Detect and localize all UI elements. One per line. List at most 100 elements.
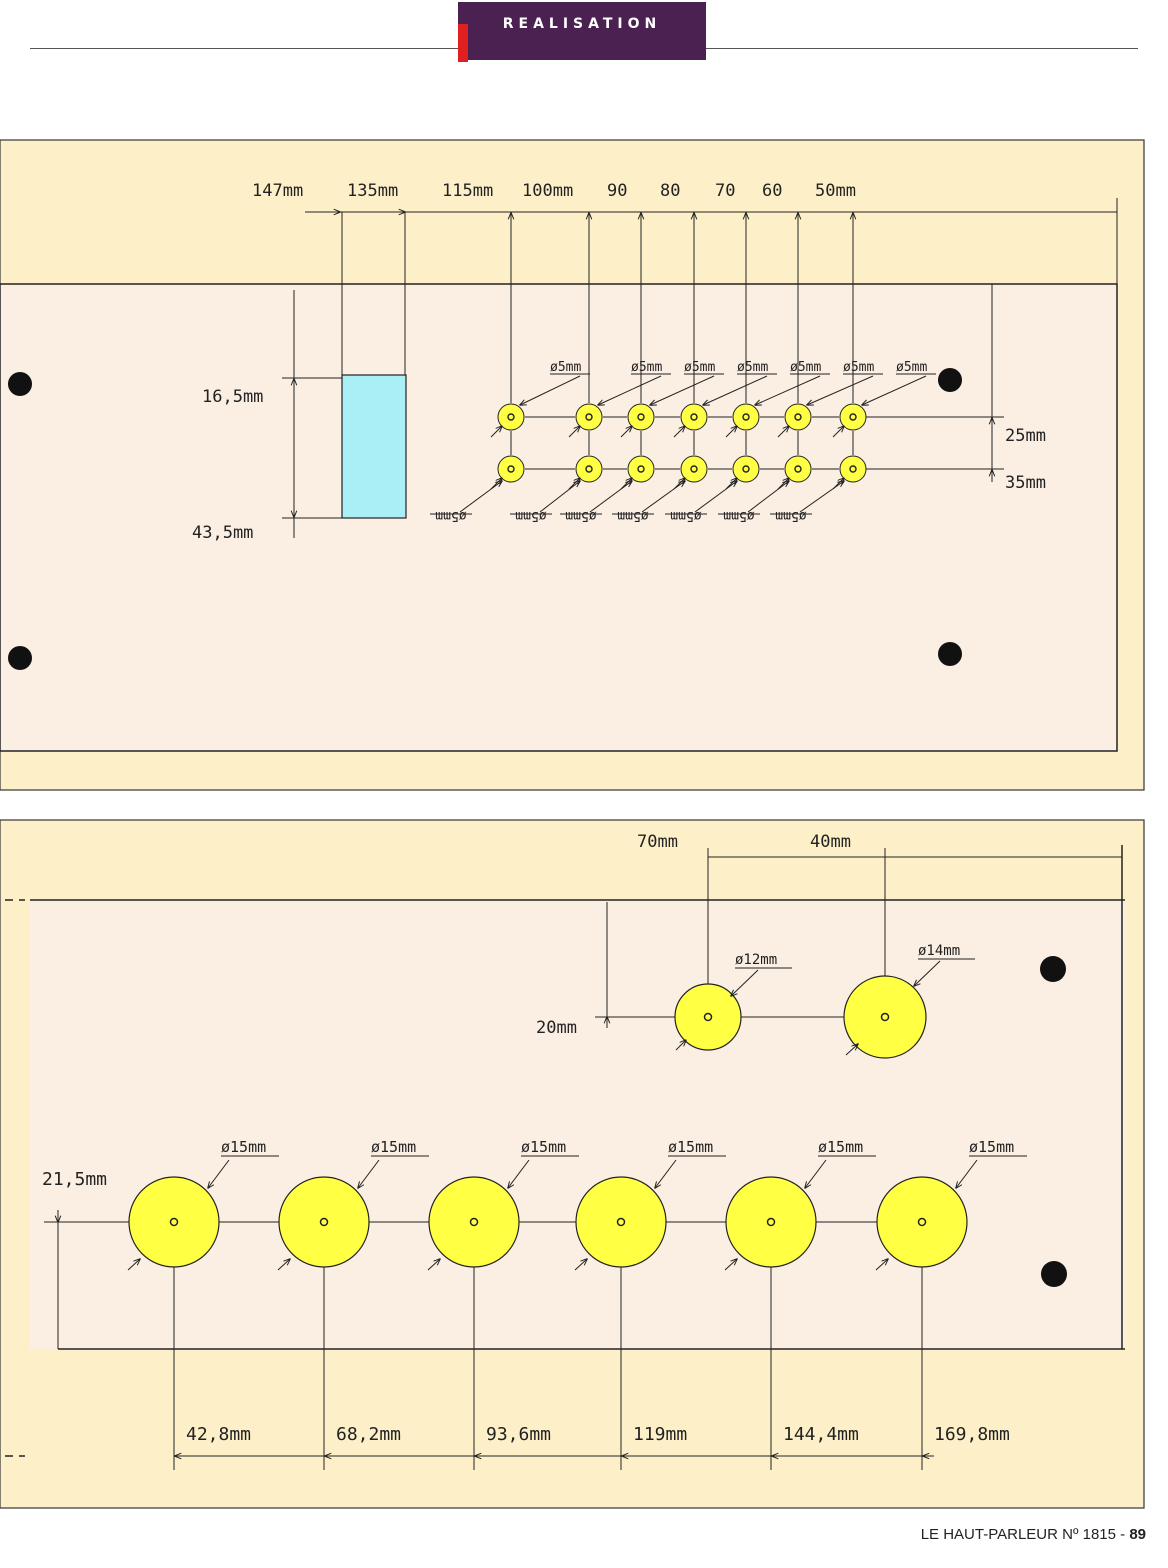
led-hole-center	[794, 413, 802, 421]
hole-15mm-center	[766, 1217, 776, 1227]
led-hole	[575, 403, 603, 431]
led-top-label: ø5mm	[631, 360, 662, 375]
page-footer: LE HAUT-PARLEUR Nº 1815 - 89	[921, 1526, 1146, 1543]
led-hole-center	[585, 413, 593, 421]
hole-12mm-leader	[731, 969, 759, 996]
led-hole-center	[794, 465, 802, 473]
led-hole-center	[637, 413, 645, 421]
hole-15mm	[278, 1176, 370, 1268]
led-leader-arrow	[490, 426, 502, 438]
led-top-leader	[807, 375, 874, 405]
led-hole-center	[585, 465, 593, 473]
hole-15mm-label: ø15mm	[969, 1138, 1014, 1156]
hole-15mm	[128, 1176, 220, 1268]
led-hole	[497, 455, 525, 483]
hole-15mm-label: ø15mm	[668, 1138, 713, 1156]
hole-15mm-dim-label: 42,8mm	[186, 1424, 251, 1445]
hole-15mm-leader	[655, 1159, 677, 1188]
hole-15mm-leader-lower	[574, 1259, 587, 1271]
led-hole	[680, 455, 708, 483]
hole-15mm-leader	[508, 1159, 530, 1188]
led-top-label: ø5mm	[896, 360, 927, 375]
hole-15mm-leader-lower	[724, 1259, 737, 1271]
dim-80-label: 80	[660, 181, 680, 201]
publication-name: LE HAUT-PARLEUR Nº 1815 -	[920, 1526, 1126, 1543]
led-leader-arrow	[620, 426, 632, 438]
hole-15mm	[876, 1176, 968, 1268]
hole-14mm	[843, 975, 927, 1059]
led-hole-center	[849, 413, 857, 421]
hole-15mm-label: ø15mm	[818, 1138, 863, 1156]
led-hole	[732, 455, 760, 483]
section-label: REALISATION	[502, 16, 662, 32]
hole-15mm-center	[169, 1217, 179, 1227]
page-number: 89	[1129, 1526, 1146, 1543]
hole-15mm	[575, 1176, 667, 1268]
led-hole	[627, 403, 655, 431]
led-hole-center	[690, 413, 698, 421]
led-top-leader	[755, 375, 821, 405]
led-bottom-leader	[539, 481, 580, 513]
hole-15mm-leader-lower	[427, 1259, 440, 1271]
led-top-leader	[520, 375, 581, 405]
mounting-hole	[938, 368, 962, 392]
led-bottom-label: ø5mm	[775, 508, 806, 523]
led-hole	[784, 403, 812, 431]
hole-15mm-center	[319, 1217, 329, 1227]
hole-15mm	[725, 1176, 817, 1268]
led-bottom-label: ø5mm	[723, 508, 754, 523]
hole-15mm-dim-label: 144,4mm	[783, 1424, 859, 1445]
led-top-label: ø5mm	[737, 360, 768, 375]
dim-25mm-label: 25mm	[1005, 426, 1046, 446]
hole-15mm-center	[469, 1217, 479, 1227]
dim-115mm-label: 115mm	[442, 181, 493, 201]
led-bottom-label: ø5mm	[565, 508, 596, 523]
dim-147mm-label: 147mm	[252, 181, 303, 201]
hole-14mm-leader-lower	[845, 1044, 858, 1056]
bottom-panel-face	[30, 900, 1125, 1349]
section-tab-accent	[458, 24, 468, 62]
led-bottom-leader	[747, 481, 789, 513]
hole-15mm	[428, 1176, 520, 1268]
led-top-leader	[650, 375, 715, 405]
led-hole	[839, 403, 867, 431]
dim-20mm-label: 20mm	[536, 1018, 577, 1038]
led-hole	[627, 455, 655, 483]
dim-90-label: 90	[607, 181, 627, 201]
dim-43-5-label: 43,5mm	[192, 523, 253, 543]
hole-12mm-leader-lower	[675, 1040, 686, 1051]
hole-15mm-dim-label: 93,6mm	[486, 1424, 551, 1445]
hole-15mm-leader-lower	[127, 1259, 140, 1271]
led-hole	[732, 403, 760, 431]
led-hole	[497, 403, 525, 431]
led-hole-center	[507, 413, 515, 421]
mounting-hole	[1040, 956, 1066, 982]
led-hole-center	[742, 465, 750, 473]
dim-50mm-label: 50mm	[815, 181, 856, 201]
dim-100mm-label: 100mm	[522, 181, 573, 201]
dim-21-5-label: 21,5mm	[42, 1169, 107, 1190]
dim-35mm-label: 35mm	[1005, 473, 1046, 493]
hole-12mm-center	[703, 1012, 713, 1022]
dim-16-5-label: 16,5mm	[202, 387, 263, 407]
led-bottom-leader	[641, 481, 685, 513]
dim-60-label: 60	[762, 181, 782, 201]
led-hole-center	[637, 465, 645, 473]
hole-15mm-leader-lower	[277, 1259, 290, 1271]
dim-135mm-label: 135mm	[347, 181, 398, 201]
top-panel-drawing: 16,5mm 43,5mm 25mm 35mm 147mm 135mm 115m…	[0, 139, 1145, 791]
hole-15mm-dim-label: 68,2mm	[336, 1424, 401, 1445]
led-bottom-leader	[459, 481, 502, 513]
section-tab: REALISATION	[458, 2, 706, 62]
hole-12mm-label: ø12mm	[735, 952, 777, 968]
mounting-hole	[1041, 1261, 1067, 1287]
dim-70-label: 70	[715, 181, 735, 201]
led-top-leader	[862, 375, 927, 405]
mounting-hole	[938, 642, 962, 666]
hole-15mm-label: ø15mm	[221, 1138, 266, 1156]
led-bottom-leader	[799, 481, 844, 513]
top-panel-face	[0, 283, 1118, 752]
led-hole	[680, 403, 708, 431]
led-top-leader	[703, 375, 768, 405]
hole-14mm-leader	[914, 960, 941, 986]
